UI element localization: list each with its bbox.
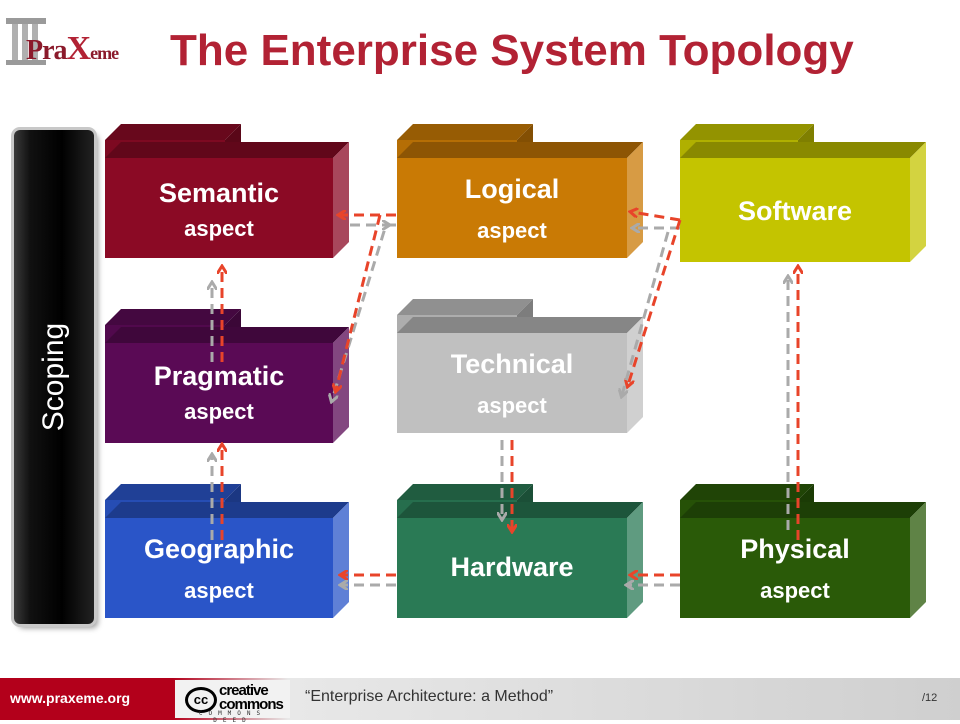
arrow-software-technical-red bbox=[628, 219, 682, 385]
arrow-logical-pragmatic-red bbox=[336, 214, 382, 390]
hardware-body-front bbox=[397, 518, 627, 618]
geographic-body-side bbox=[333, 502, 349, 618]
technical-body-top bbox=[397, 317, 643, 333]
pragmatic-tab-top bbox=[105, 309, 241, 325]
hardware-tab-top bbox=[397, 484, 533, 500]
semantic-tab-top bbox=[105, 124, 241, 140]
physical-body-top bbox=[680, 502, 926, 518]
hardware-aspect-box bbox=[397, 484, 643, 618]
software-title: Software bbox=[738, 196, 852, 226]
software-body-top bbox=[680, 142, 926, 158]
footer-caption: “Enterprise Architecture: a Method” bbox=[305, 688, 554, 705]
semantic-body-front bbox=[105, 158, 333, 258]
logical-aspect-box bbox=[397, 124, 643, 258]
logical-subtitle: aspect bbox=[477, 218, 547, 243]
physical-body-front bbox=[680, 518, 910, 618]
software-aspect-box bbox=[680, 124, 926, 262]
logical-body-front bbox=[397, 158, 627, 258]
logical-title: Logical bbox=[465, 174, 560, 204]
logical-body-side bbox=[627, 142, 643, 258]
technical-body-front bbox=[397, 333, 627, 433]
pragmatic-aspect-box bbox=[105, 309, 349, 443]
geographic-body-front bbox=[105, 518, 333, 618]
technical-subtitle: aspect bbox=[477, 393, 547, 418]
geographic-tab-top bbox=[105, 484, 241, 500]
logo-wordmark: PraXeme bbox=[26, 30, 119, 67]
logical-body-top bbox=[397, 142, 643, 158]
geographic-body-top bbox=[105, 502, 349, 518]
footer-bar: www.praxeme.org bbox=[0, 678, 960, 720]
semantic-body-top bbox=[105, 142, 349, 158]
page-title: The Enterprise System Topology bbox=[170, 26, 854, 75]
geographic-title: Geographic bbox=[144, 534, 294, 564]
pragmatic-title: Pragmatic bbox=[154, 361, 285, 391]
page-number: /12 bbox=[922, 692, 938, 704]
semantic-body-side bbox=[333, 142, 349, 258]
pragmatic-body-top bbox=[105, 327, 349, 343]
scoping-bar bbox=[14, 130, 94, 624]
cc-icon: cc bbox=[185, 687, 217, 713]
cc-line-3: COMMONS DEED bbox=[198, 710, 267, 724]
physical-tab-top bbox=[680, 484, 814, 500]
pragmatic-subtitle: aspect bbox=[184, 399, 254, 424]
geographic-subtitle: aspect bbox=[184, 578, 254, 603]
hardware-body-top bbox=[397, 502, 643, 518]
hardware-body-side bbox=[627, 502, 643, 618]
technical-aspect-box bbox=[397, 299, 643, 433]
semantic-title: Semantic bbox=[159, 178, 279, 208]
software-body-side bbox=[910, 142, 926, 262]
praxeme-logo: PraXeme bbox=[4, 12, 144, 70]
cc-line-2: commons bbox=[219, 696, 284, 713]
hardware-title: Hardware bbox=[450, 552, 573, 582]
technical-title: Technical bbox=[451, 349, 574, 379]
semantic-aspect-box bbox=[105, 124, 349, 258]
physical-subtitle: aspect bbox=[760, 578, 830, 603]
logical-tab-top bbox=[397, 124, 533, 140]
arrow-software-technical-gray bbox=[622, 231, 670, 395]
semantic-subtitle: aspect bbox=[184, 216, 254, 241]
software-tab-top bbox=[680, 124, 814, 140]
logo-column-icon bbox=[6, 18, 46, 65]
physical-body-side bbox=[910, 502, 926, 618]
arrow-software-logical-red bbox=[632, 212, 681, 222]
footer-url-link[interactable]: www.praxeme.org bbox=[10, 690, 131, 706]
creative-commons-badge[interactable]: cc creative commons COMMONS DEED bbox=[175, 680, 290, 724]
geographic-aspect-box bbox=[105, 484, 349, 618]
cc-line-1: creative bbox=[219, 682, 269, 699]
technical-tab-top bbox=[397, 299, 533, 315]
physical-aspect-box bbox=[680, 484, 926, 618]
physical-title: Physical bbox=[740, 534, 850, 564]
pragmatic-body-front bbox=[105, 343, 333, 443]
software-body-front bbox=[680, 158, 910, 262]
